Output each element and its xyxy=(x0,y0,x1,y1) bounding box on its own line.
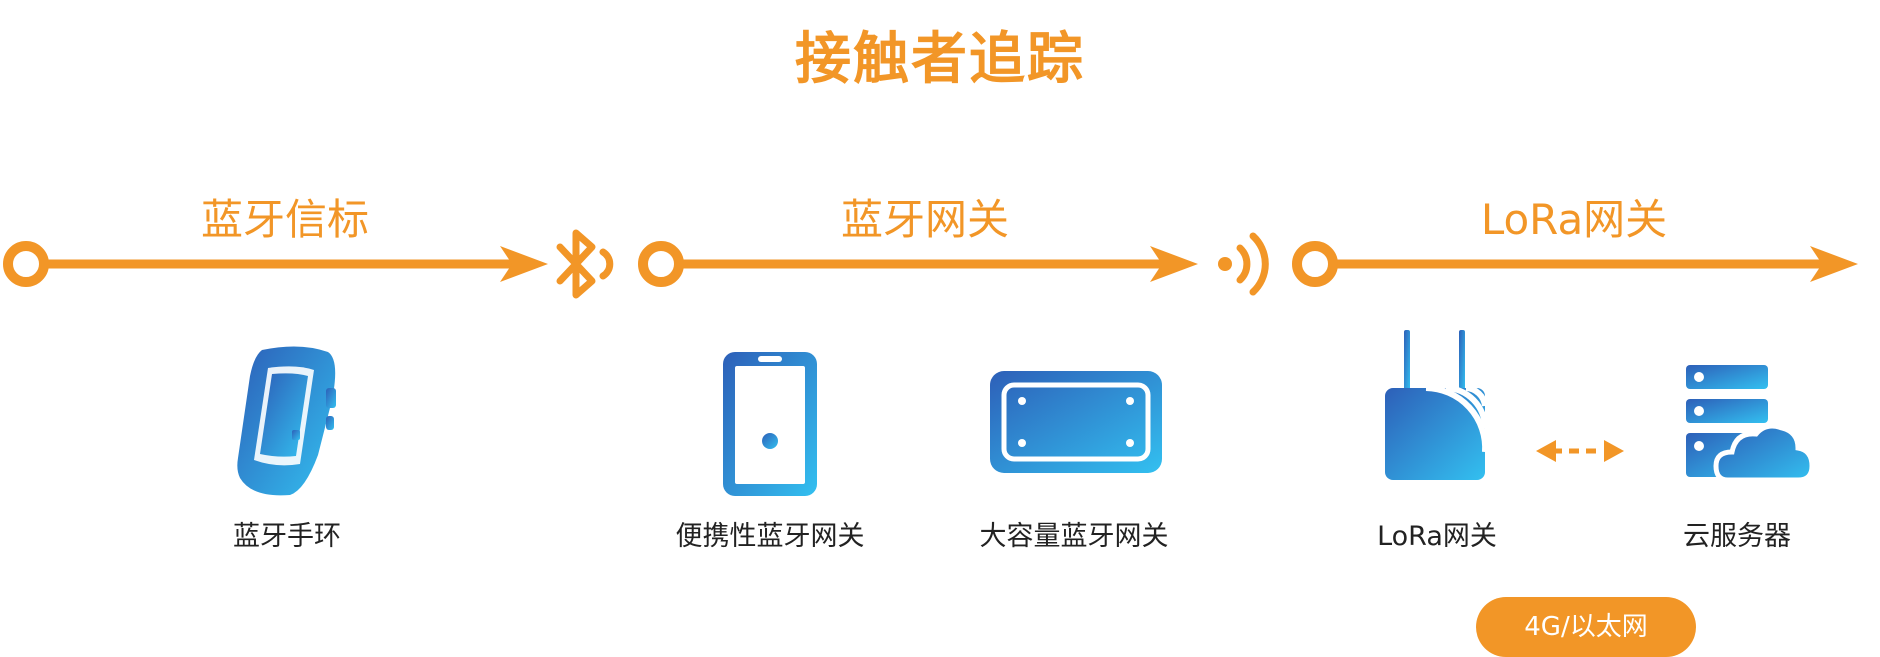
section-label-bluetooth-gateway: 蓝牙网关 xyxy=(840,195,1010,244)
wristband-icon xyxy=(237,346,336,496)
flow-line-3 xyxy=(1292,241,1858,287)
flow-line-1 xyxy=(3,241,548,287)
device-label-portable-gateway: 便携性蓝牙网关 xyxy=(675,521,865,552)
panel-gateway-icon xyxy=(990,371,1162,473)
device-label-cloud-server: 云服务器 xyxy=(1683,521,1791,552)
section-label-bluetooth-beacon: 蓝牙信标 xyxy=(200,195,370,244)
bluetooth-icon xyxy=(556,229,614,299)
device-label-wristband: 蓝牙手环 xyxy=(233,521,341,552)
wireless-signal-icon xyxy=(1218,232,1269,296)
section-label-lora-gateway: LoRa网关 xyxy=(1480,195,1668,244)
device-label-large-gateway: 大容量蓝牙网关 xyxy=(979,521,1169,552)
device-label-lora-gateway: LoRa网关 xyxy=(1377,521,1497,552)
router-icon xyxy=(1385,330,1489,480)
phone-icon xyxy=(723,352,817,496)
diagram-title: 接触者追踪 xyxy=(795,27,1085,92)
bidirectional-arrow xyxy=(1536,440,1624,462)
flow-line-2 xyxy=(638,241,1198,287)
network-badge: 4G/以太网 xyxy=(1476,597,1696,657)
cloud-server-icon xyxy=(1686,365,1815,483)
